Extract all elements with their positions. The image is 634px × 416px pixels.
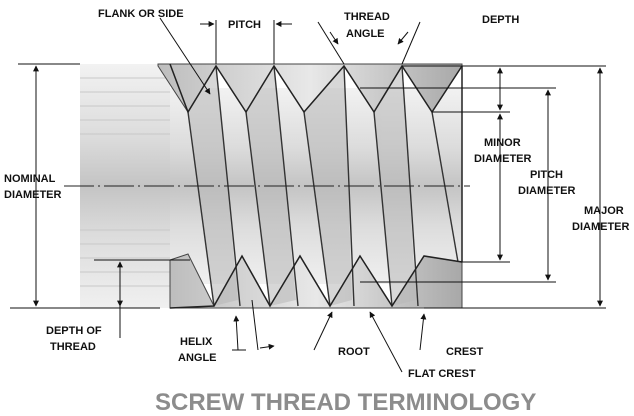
label-depth-of-thread-2: THREAD [50,341,96,353]
depth-of-thread-dimension [94,259,190,338]
label-flank: FLANK OR SIDE [98,8,184,20]
label-root: ROOT [338,346,370,358]
label-major-2: DIAMETER [572,221,630,233]
top-dimensions [159,17,421,95]
bottom-leaders [232,299,427,373]
thread-profile [169,63,463,309]
label-depth-of-thread-1: DEPTH OF [46,325,102,337]
label-pitch-diameter-1: PITCH [530,169,563,181]
label-helix-1: HELIX [180,336,213,348]
label-thread-angle-2: ANGLE [346,28,385,40]
right-dimensions [360,65,606,309]
label-minor-1: MINOR [484,137,521,149]
label-major-1: MAJOR [584,205,624,217]
label-nominal-1: NOMINAL [4,173,56,185]
label-crest: CREST [446,346,484,358]
label-flat-crest: FLAT CREST [408,368,476,380]
label-pitch-diameter-2: DIAMETER [518,185,576,197]
label-helix-2: ANGLE [178,352,217,364]
diagram-title: SCREW THREAD TERMINOLOGY [155,389,536,416]
label-pitch: PITCH [228,19,261,31]
label-minor-2: DIAMETER [474,153,532,165]
label-thread-angle-1: THREAD [344,11,390,23]
label-nominal-2: DIAMETER [4,189,62,201]
label-depth: DEPTH [482,14,519,26]
nominal-dimension [10,63,160,309]
